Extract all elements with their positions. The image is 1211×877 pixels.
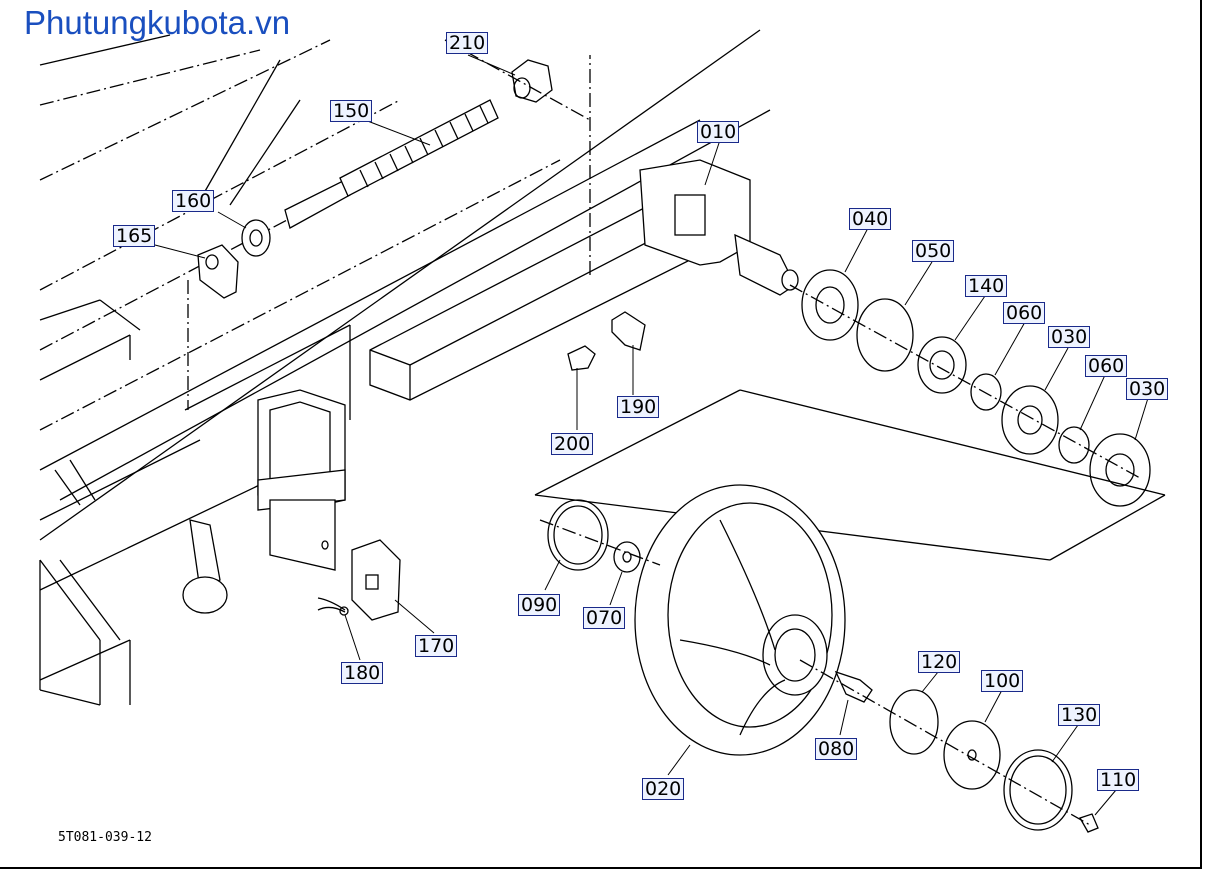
leader-lines bbox=[154, 54, 1149, 816]
callout-100[interactable]: 100 bbox=[981, 670, 1024, 692]
part-200-nipple bbox=[567, 345, 596, 371]
callout-150[interactable]: 150 bbox=[330, 100, 373, 122]
part-170-plate bbox=[351, 539, 401, 621]
callout-140[interactable]: 140 bbox=[965, 275, 1008, 297]
part-090-circlip bbox=[547, 499, 609, 571]
callout-170[interactable]: 170 bbox=[415, 635, 458, 657]
callout-110[interactable]: 110 bbox=[1097, 769, 1140, 791]
part-010-arm bbox=[369, 55, 799, 401]
callout-010[interactable]: 010 bbox=[697, 121, 740, 143]
callout-165[interactable]: 165 bbox=[113, 225, 156, 247]
callout-160[interactable]: 160 bbox=[172, 190, 215, 212]
part-190-bracket bbox=[611, 311, 646, 351]
callout-120[interactable]: 120 bbox=[918, 651, 961, 673]
callout-180[interactable]: 180 bbox=[341, 662, 384, 684]
callout-030-a[interactable]: 030 bbox=[1048, 326, 1091, 348]
callout-080[interactable]: 080 bbox=[815, 738, 858, 760]
callout-030-b[interactable]: 030 bbox=[1126, 378, 1169, 400]
callout-020[interactable]: 020 bbox=[642, 778, 685, 800]
part-130-circlip bbox=[1003, 749, 1073, 831]
part-160-washer bbox=[241, 219, 271, 257]
callout-130[interactable]: 130 bbox=[1058, 704, 1101, 726]
callout-060-b[interactable]: 060 bbox=[1085, 355, 1128, 377]
part-080-bolt bbox=[834, 670, 873, 703]
callout-200[interactable]: 200 bbox=[551, 433, 594, 455]
callout-190[interactable]: 190 bbox=[617, 396, 660, 418]
part-070-washer bbox=[613, 541, 641, 573]
part-110-nipple bbox=[1079, 813, 1099, 833]
part-150-shaft bbox=[284, 99, 499, 229]
watermark: Phutungkubota.vn bbox=[24, 4, 291, 41]
part-100-cap bbox=[943, 720, 1001, 790]
callout-040[interactable]: 040 bbox=[849, 208, 892, 230]
callout-050[interactable]: 050 bbox=[912, 240, 955, 262]
mount-bracket bbox=[182, 389, 346, 614]
callout-210[interactable]: 210 bbox=[446, 32, 489, 54]
drawing-id: 5T081-039-12 bbox=[58, 830, 152, 845]
callout-070[interactable]: 070 bbox=[583, 607, 626, 629]
part-180-pin bbox=[317, 597, 349, 616]
callout-090[interactable]: 090 bbox=[518, 594, 561, 616]
callout-060-a[interactable]: 060 bbox=[1003, 302, 1046, 324]
part-165-plate bbox=[187, 244, 239, 410]
part-120-gasket bbox=[889, 689, 939, 755]
part-020-wheel bbox=[634, 484, 846, 756]
